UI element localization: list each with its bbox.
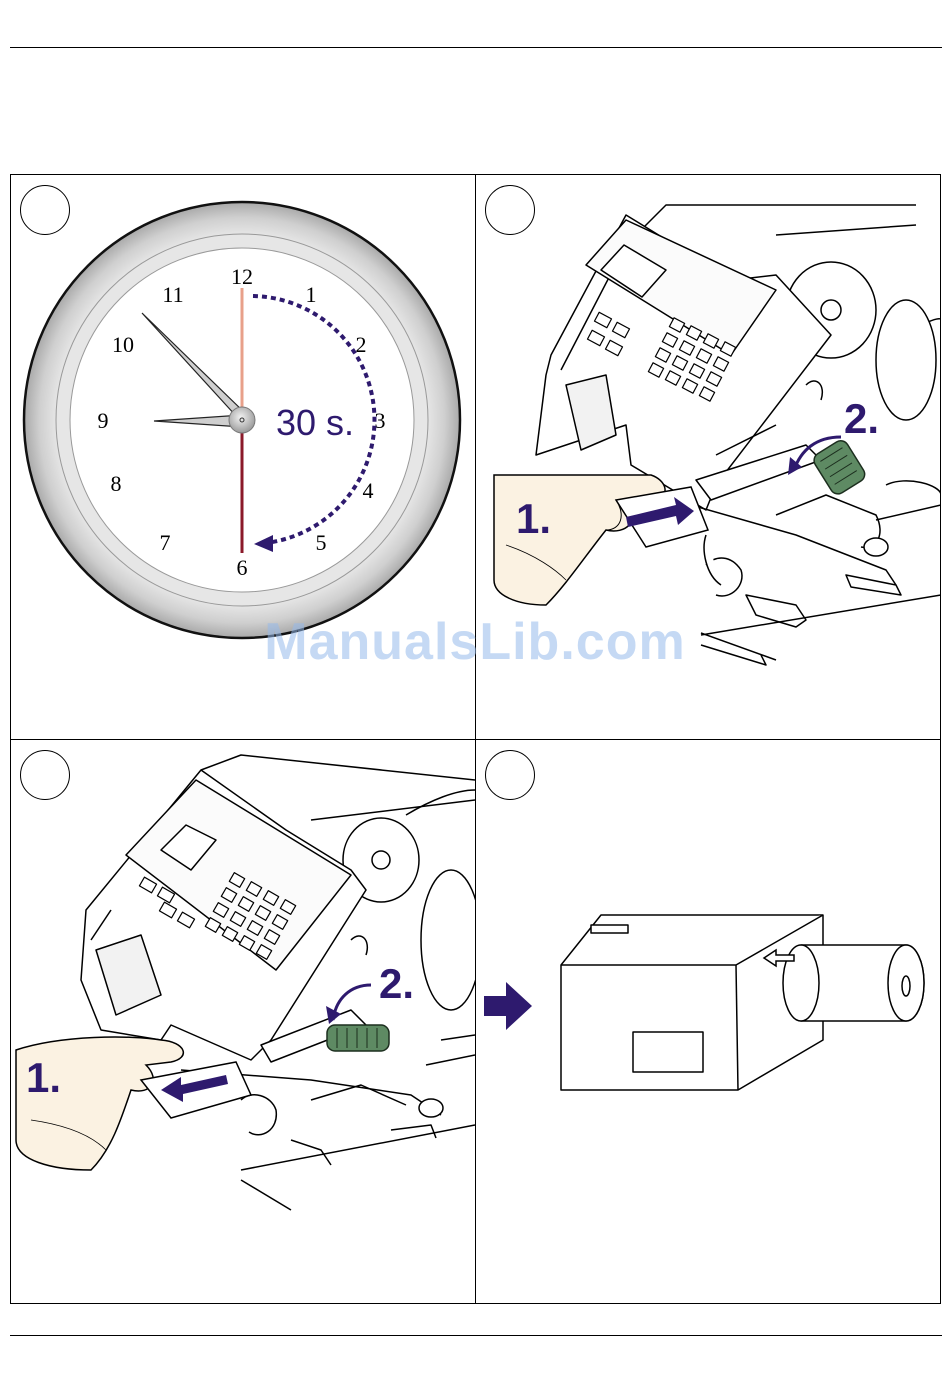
printer-illustration-b: 1. 2. xyxy=(476,175,941,739)
clock-illustration: 12 1 2 3 4 5 6 7 8 9 10 11 30 s. xyxy=(11,175,475,739)
panel-reload-media xyxy=(476,740,941,1304)
printer-illustration-c: 1. 2. xyxy=(11,740,475,1304)
step-circle-b xyxy=(485,185,535,235)
step-label-2-c: 2. xyxy=(379,960,414,1007)
clock-number-4: 4 xyxy=(363,478,374,503)
clock-number-5: 5 xyxy=(316,530,327,555)
printhead-knob xyxy=(811,438,868,497)
clock-number-8: 8 xyxy=(111,471,122,496)
step-label-1-c: 1. xyxy=(26,1054,61,1101)
top-rule xyxy=(10,47,942,48)
duration-label: 30 s. xyxy=(276,402,354,443)
next-step-arrow xyxy=(484,982,532,1030)
clock-number-9: 9 xyxy=(98,408,109,433)
clock-hub xyxy=(229,407,255,433)
clock-number-6: 6 xyxy=(237,555,248,580)
step-label-1: 1. xyxy=(516,495,551,542)
panel-remove-card: 1. 2. xyxy=(11,740,475,1304)
clock-number-7: 7 xyxy=(160,530,171,555)
step-label-2: 2. xyxy=(844,395,879,442)
clock-number-11: 11 xyxy=(162,282,183,307)
bottom-rule xyxy=(10,1335,942,1336)
clock-number-1: 1 xyxy=(306,282,317,307)
printer-outline-illustration xyxy=(476,740,941,1304)
step-circle-d xyxy=(485,750,535,800)
clock-number-12: 12 xyxy=(231,264,253,289)
printhead-knob-c xyxy=(327,1025,389,1051)
clock-number-2: 2 xyxy=(356,332,367,357)
step-circle-a xyxy=(20,185,70,235)
step-circle-c xyxy=(20,750,70,800)
clock-number-10: 10 xyxy=(112,332,134,357)
panel-clock: 12 1 2 3 4 5 6 7 8 9 10 11 30 s. xyxy=(11,175,475,739)
panel-open-printhead: 1. 2. xyxy=(476,175,941,739)
